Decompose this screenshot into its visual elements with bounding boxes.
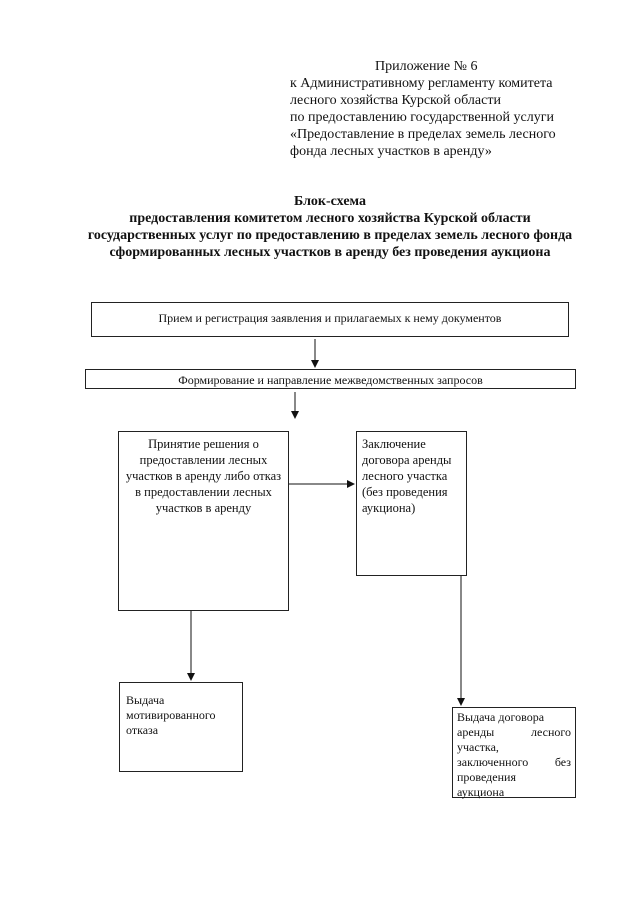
issue-contract-line: проведения [457, 770, 516, 784]
appendix-title: Приложение № 6 [375, 59, 478, 74]
heading-subtitle: предоставления комитетом лесного хозяйст… [87, 211, 573, 260]
requests-box: Формирование и направление межведомствен… [85, 369, 576, 389]
issue-contract-word: заключенного [457, 755, 529, 769]
heading-title: Блок-схема [294, 194, 366, 209]
issue-contract-word: аренды [457, 725, 495, 739]
reception-box: Прием и регистрация заявления и прилагае… [91, 302, 569, 337]
appendix-header: Приложение № 6 к Административному регла… [280, 58, 610, 160]
issue-contract-box: Выдача договора аренды лесного участка, … [452, 707, 576, 799]
appendix-line: лесного хозяйства Курской области [290, 93, 501, 108]
decision-box: Принятие решения о предоставлении лесных… [118, 431, 289, 611]
document-heading: Блок-схема предоставления комитетом лесн… [80, 193, 580, 261]
issue-contract-line: Выдача договора [457, 710, 545, 724]
contract-box: Заключение договора аренды лесного участ… [356, 431, 467, 576]
issue-contract-line: заключенного без [457, 755, 571, 770]
refusal-box: Выдача мотивированного отказа [119, 682, 243, 772]
issue-contract-word: без [554, 755, 571, 769]
appendix-line: «Предоставление в пределах земель лесног… [290, 127, 556, 142]
appendix-line: по предоставлению государственной услуги [290, 110, 554, 125]
issue-contract-line: аукциона [457, 785, 505, 799]
appendix-line: к Административному регламенту комитета [290, 76, 553, 91]
appendix-line: фонда лесных участков в аренду» [290, 144, 492, 159]
issue-contract-line: аренды лесного [457, 725, 571, 740]
issue-contract-line: участка, [457, 740, 499, 754]
issue-contract-word: лесного [531, 725, 571, 739]
